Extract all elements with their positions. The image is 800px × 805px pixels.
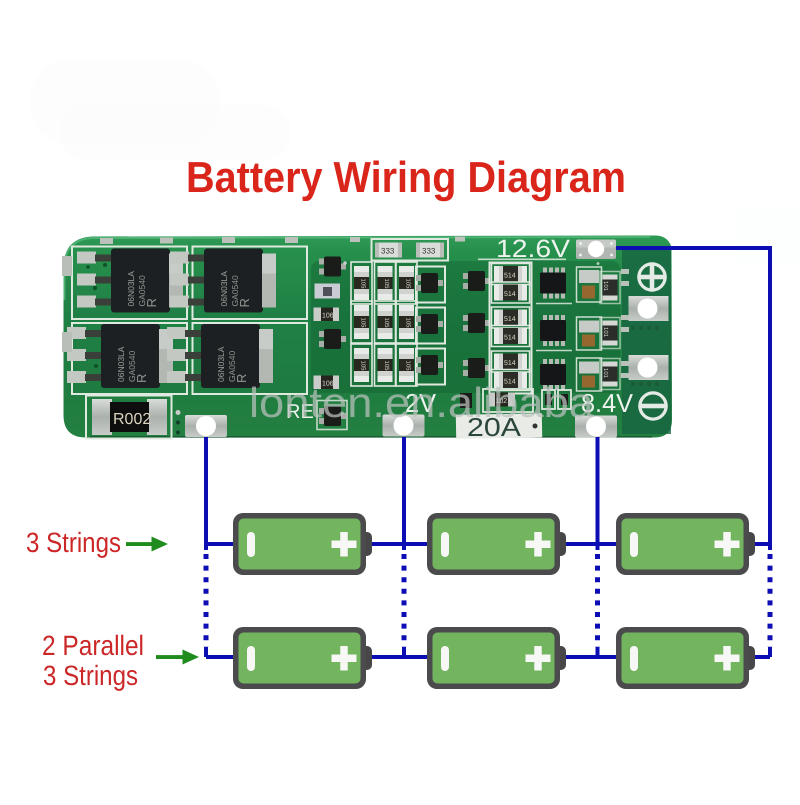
svg-text:2V: 2V [405,388,437,418]
svg-text:3 Strings: 3 Strings [26,527,121,558]
svg-text:101: 101 [602,368,609,379]
svg-text:lonten.en.alibaba: lonten.en.alibaba [249,379,595,426]
svg-text:101: 101 [602,281,609,292]
svg-text:102: 102 [496,398,508,405]
svg-text:2 Parallel: 2 Parallel [42,630,144,661]
svg-text:333: 333 [422,247,436,256]
svg-text:3 Strings: 3 Strings [43,660,138,691]
svg-text:333: 333 [381,247,395,256]
svg-text:20A: 20A [467,412,522,442]
svg-text:101: 101 [602,327,609,338]
svg-text:12.6V: 12.6V [496,235,570,263]
svg-text:RE: RE [286,401,314,423]
svg-text:R002: R002 [113,411,151,428]
svg-text:8.4V: 8.4V [581,388,634,418]
svg-text:Battery Wiring Diagram: Battery Wiring Diagram [186,154,626,202]
svg-text:106: 106 [322,381,334,388]
svg-text:106: 106 [322,313,334,320]
